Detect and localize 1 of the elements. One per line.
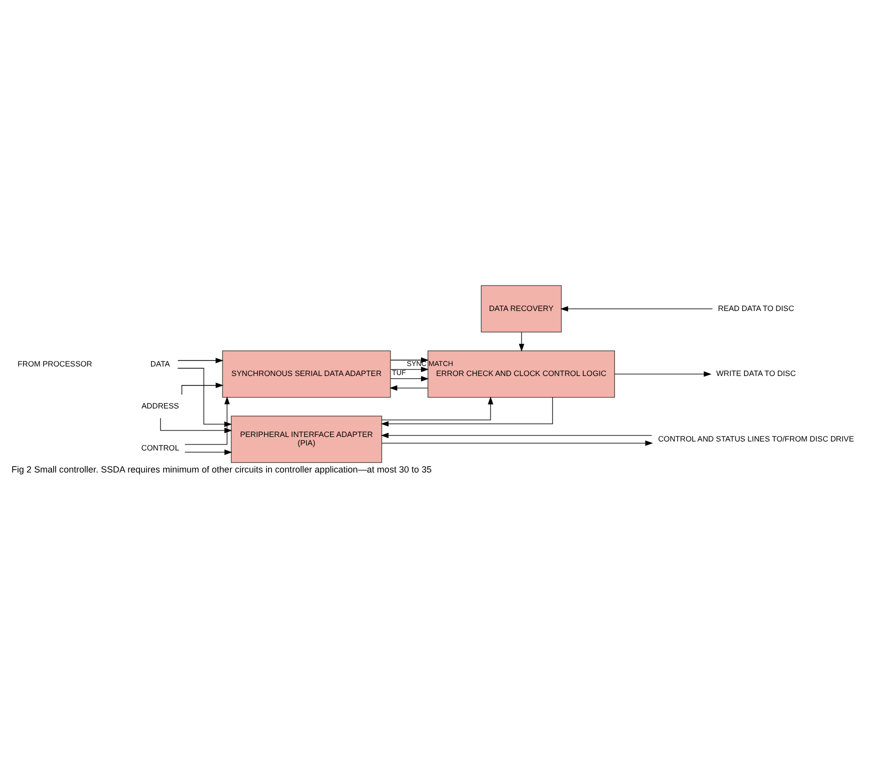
caption: Fig 2 Small controller. SSDA requires minimum of other circuits in controller application—at most 30 to 35 — [11, 464, 432, 474]
